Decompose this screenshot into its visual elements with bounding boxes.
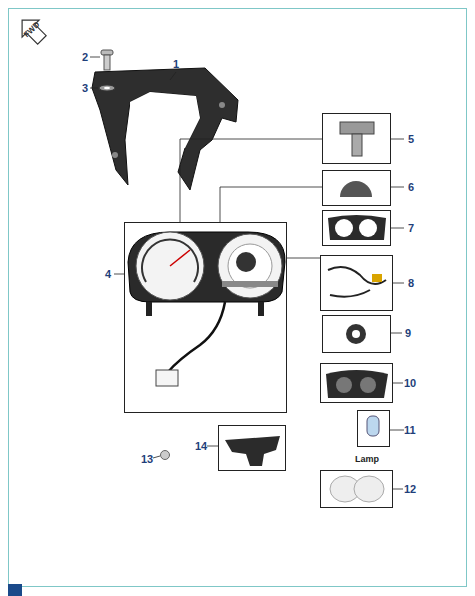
leader-lines [391,228,404,229]
cluster-box [136,232,204,300]
cluster-box [170,250,190,266]
callout-number: 7 [408,222,414,234]
part-pictures [161,451,170,460]
part-boxes [323,171,391,206]
cluster-box [125,223,287,413]
leader-lines [391,333,402,334]
leader-lines [114,274,124,275]
cluster-box [236,252,256,272]
leader-lines [90,57,100,58]
part-boxes [219,114,393,508]
part-pictures [336,377,352,393]
bolt-and-washer [104,55,110,70]
fwd-arrow [14,12,51,49]
part-boxes [323,114,391,164]
bracket-part [130,92,200,150]
part-pictures [225,436,280,466]
part-pictures [359,219,377,237]
part-boxes [321,364,393,403]
leader-lines [170,72,176,80]
leader-lines [207,446,218,447]
bracket-part [92,68,238,190]
cluster-box [128,232,285,302]
cluster-box [258,302,264,316]
leader-lines [153,456,160,458]
leader-lines [393,489,403,490]
callout-number: 10 [404,377,416,389]
part-pictures [340,181,372,197]
part-pictures [328,267,386,284]
part-pictures [354,476,384,502]
callout-number: 1 [173,58,179,70]
part-pictures [340,122,374,134]
callout-number: 8 [408,277,414,289]
callout-number: 5 [408,133,414,145]
callout-number: 11 [404,424,416,436]
leader-lines [393,283,404,284]
cluster-box [142,240,198,282]
callout-number: 13 [141,453,153,465]
callout-number: 2 [82,51,88,63]
part-boxes [321,256,393,311]
cluster-box [146,302,152,316]
bolt-and-washer [101,50,113,55]
part-boxes [323,316,391,353]
callout-number: 3 [82,82,88,94]
cluster-box [218,234,282,298]
part-boxes [321,471,393,508]
callout-number: 9 [405,327,411,339]
part-pictures [335,219,353,237]
bolt-and-washer [99,50,115,91]
bolt-and-washer [104,87,110,89]
leader-lines [90,88,98,89]
bracket-part [92,68,238,190]
part-boxes [219,426,286,471]
fwd-arrow [14,12,51,49]
part-pictures [346,324,366,344]
part-pictures [328,215,386,240]
page-frame [8,584,22,596]
cluster-box [168,302,225,372]
part-name: Lamp [355,453,379,465]
part-pictures [367,416,379,436]
part-pictures [161,122,389,502]
callout-number: 4 [105,268,111,280]
part-pictures [372,274,382,282]
page-frame [9,9,467,587]
bracket-part [112,152,118,158]
leader-lines [391,139,404,140]
part-boxes [358,411,390,447]
cluster-box [222,281,278,287]
leader-lines [90,57,404,489]
cluster-box [156,370,178,386]
part-pictures [330,290,370,297]
callout-number: 14 [195,440,207,452]
page-frame [8,9,467,596]
part-pictures [360,377,376,393]
callout-number: 6 [408,181,414,193]
leader-lines [393,383,403,384]
bracket-part [219,102,225,108]
leader-lines [390,430,404,431]
part-pictures [352,134,362,156]
part-pictures [326,370,388,398]
callout-number: 12 [404,483,416,495]
leader-lines [391,187,404,188]
part-boxes [323,211,391,246]
cluster-box [125,223,287,413]
part-pictures [352,330,360,338]
bolt-and-washer [99,85,115,91]
